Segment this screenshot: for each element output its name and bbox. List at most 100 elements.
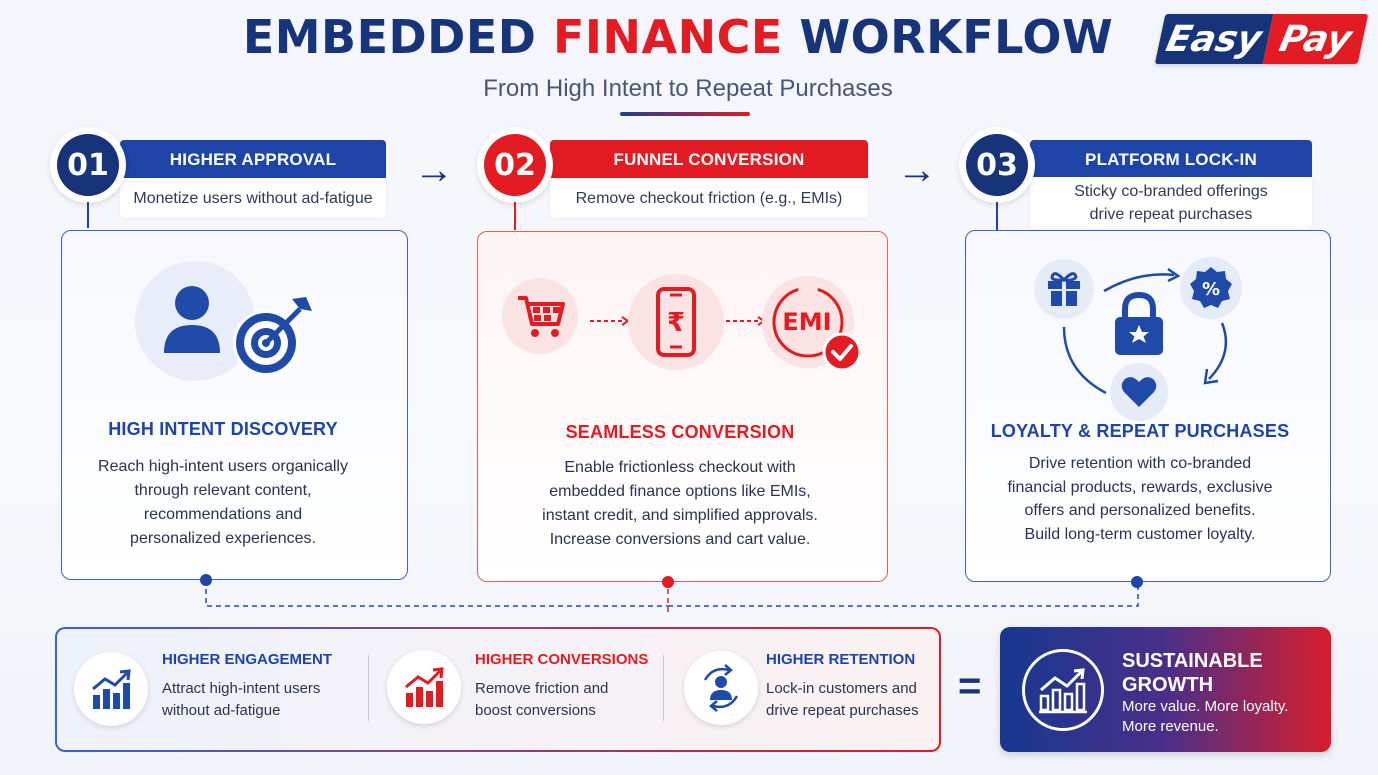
- step-2-desc-text: Remove checkout friction (e.g., EMIs): [575, 189, 843, 207]
- card-3-line-2: financial products, rewards, exclusive: [1007, 478, 1273, 496]
- dashed-arrow-1: [590, 316, 630, 326]
- easypay-logo: Easy Pay: [1154, 14, 1369, 64]
- card-3-line-1: Drive retention with co-branded: [1028, 455, 1252, 472]
- card-1-line-1: Reach high-intent users organically: [98, 458, 348, 475]
- percent-symbol: %: [1202, 279, 1220, 300]
- step-3-desc: Sticky co-branded offerings drive repeat…: [1030, 177, 1312, 229]
- connector-dot-1: [200, 574, 212, 586]
- growth-chart-icon: [405, 667, 444, 707]
- phone-rupee-icon: ₹: [656, 287, 696, 357]
- outcome-3-line-2: drive repeat purchases: [766, 702, 919, 719]
- outcomes-panel: HIGHER ENGAGEMENT Attract high-intent us…: [55, 627, 941, 752]
- outcome-2-title: HIGHER CONVERSIONS: [475, 651, 649, 668]
- emi-check-icon: [822, 332, 862, 372]
- step-arrow-2: →: [897, 148, 937, 192]
- dashed-connector: [205, 580, 1139, 614]
- card-1-line-2: through relevant content,: [134, 482, 312, 499]
- growth-text-line-2: More revenue.: [1122, 718, 1219, 735]
- growth-ring: [1022, 649, 1104, 731]
- step-1-badge: 01: [50, 127, 126, 203]
- target-icon: [233, 297, 312, 376]
- step-1-label: HIGHER APPROVAL: [120, 140, 386, 180]
- card-high-intent: HIGH INTENT DISCOVERY Reach high-intent …: [61, 230, 408, 580]
- retention-cycle-icon: [703, 664, 739, 712]
- outcome-divider-1: [368, 655, 369, 721]
- loyalty-cycle-arrows: [1062, 267, 1228, 395]
- card-seamless-conversion: ₹ EMI SEAMLESS CONVERSION Enable frictio…: [477, 231, 888, 582]
- title-part-2: FINANCE: [552, 10, 783, 64]
- equals-symbol: =: [958, 664, 982, 708]
- outcome-2-icon-wrap: [387, 650, 461, 724]
- step-2-label: FUNNEL CONVERSION: [550, 140, 868, 180]
- card-2-line-3: instant credit, and simplified approvals…: [542, 507, 818, 524]
- outcome-2-line-2: boost conversions: [475, 702, 596, 719]
- card-2-line-2: embedded finance options like EMIs,: [549, 483, 811, 500]
- subtitle-underline: [620, 112, 750, 116]
- outcome-1-line-1: Attract high-intent users: [162, 680, 321, 697]
- cart-icon: [518, 296, 565, 337]
- percent-badge-icon: %: [1190, 267, 1232, 308]
- sustainable-growth-box: SUSTAINABLE GROWTH More value. More loya…: [1000, 627, 1331, 752]
- step-3-label: PLATFORM LOCK-IN: [1030, 140, 1312, 180]
- rupee-symbol: ₹: [667, 308, 685, 338]
- outcome-1-title: HIGHER ENGAGEMENT: [162, 651, 333, 668]
- outcome-1-text: Attract high-intent users without ad-fat…: [162, 678, 320, 722]
- step-1-number: 01: [57, 134, 119, 196]
- growth-chart-icon: [1039, 668, 1087, 714]
- card-2-heading: SEAMLESS CONVERSION: [565, 422, 795, 442]
- outcome-3-line-1: Lock-in customers and: [766, 680, 917, 697]
- page-title: EMBEDDED FINANCE WORKFLOW: [0, 10, 1356, 64]
- outcome-2-line-1: Remove friction and: [475, 680, 609, 697]
- step-3-desc-line-1: Sticky co-branded offerings: [1074, 183, 1268, 200]
- title-part-3: WORKFLOW: [799, 10, 1114, 64]
- growth-text-line-1: More value. More loyalty.: [1122, 698, 1289, 715]
- outcome-1-line-2: without ad-fatigue: [162, 702, 281, 719]
- outcome-2-text: Remove friction and boost conversions: [475, 678, 608, 722]
- outcome-3-icon-wrap: [684, 651, 758, 725]
- growth-title-line-2: GROWTH: [1122, 674, 1214, 696]
- step-3-number: 03: [966, 134, 1028, 196]
- outcome-1-icon-wrap: [74, 652, 148, 726]
- outcome-3-title: HIGHER RETENTION: [766, 651, 916, 668]
- card-3-heading: LOYALTY & REPEAT PURCHASES: [990, 421, 1290, 441]
- card-1-heading: HIGH INTENT DISCOVERY: [108, 419, 338, 439]
- lock-star-icon: [1115, 291, 1163, 355]
- connector-stem-3: [996, 202, 998, 230]
- step-arrow-1: →: [414, 148, 454, 192]
- card-1-text: Reach high-intent users organically thro…: [62, 455, 384, 551]
- page-subtitle: From High Intent to Repeat Purchases: [483, 75, 893, 102]
- step-3-badge: 03: [959, 127, 1035, 203]
- connector-dot-3: [1131, 576, 1143, 588]
- card-1-icon-bg: [135, 261, 255, 381]
- heart-icon: [1121, 377, 1157, 407]
- growth-title: SUSTAINABLE GROWTH: [1122, 649, 1312, 697]
- dashed-arrow-2: [726, 316, 766, 326]
- logo-part-easy: Easy: [1154, 14, 1274, 64]
- emi-label: EMI: [782, 308, 832, 336]
- growth-text: More value. More loyalty. More revenue.: [1122, 697, 1317, 737]
- step-1-desc-text: Monetize users without ad-fatigue: [133, 189, 373, 207]
- connector-stem-1: [87, 202, 89, 228]
- outcome-divider-2: [663, 655, 664, 721]
- title-part-1: EMBEDDED: [242, 10, 537, 64]
- emi-ring-icon: [772, 286, 844, 358]
- step-2-number: 02: [484, 134, 546, 196]
- card-3-text: Drive retention with co-branded financia…: [966, 452, 1314, 546]
- card-loyalty: % LOYALTY & REPEAT PURCHASES Drive reten…: [965, 230, 1331, 582]
- card-2-text: Enable frictionless checkout with embedd…: [478, 456, 882, 552]
- step-3-desc-line-2: drive repeat purchases: [1089, 206, 1253, 223]
- card-2-line-4: Increase conversions and cart value.: [549, 531, 811, 548]
- growth-title-line-1: SUSTAINABLE: [1122, 650, 1263, 672]
- step-1-desc: Monetize users without ad-fatigue: [120, 178, 386, 218]
- card-3-line-3: offers and personalized benefits.: [1024, 502, 1256, 519]
- growth-chart-icon: [92, 669, 131, 709]
- logo-part-pay: Pay: [1262, 14, 1369, 64]
- step-2-badge: 02: [477, 127, 553, 203]
- card-1-line-4: personalized experiences.: [130, 530, 316, 547]
- gift-icon: [1048, 272, 1080, 306]
- outcome-3-text: Lock-in customers and drive repeat purch…: [766, 678, 919, 722]
- card-1-line-3: recommendations and: [143, 506, 303, 523]
- connector-dot-2: [662, 576, 674, 588]
- connector-stem-2: [514, 202, 516, 230]
- user-icon: [164, 286, 220, 353]
